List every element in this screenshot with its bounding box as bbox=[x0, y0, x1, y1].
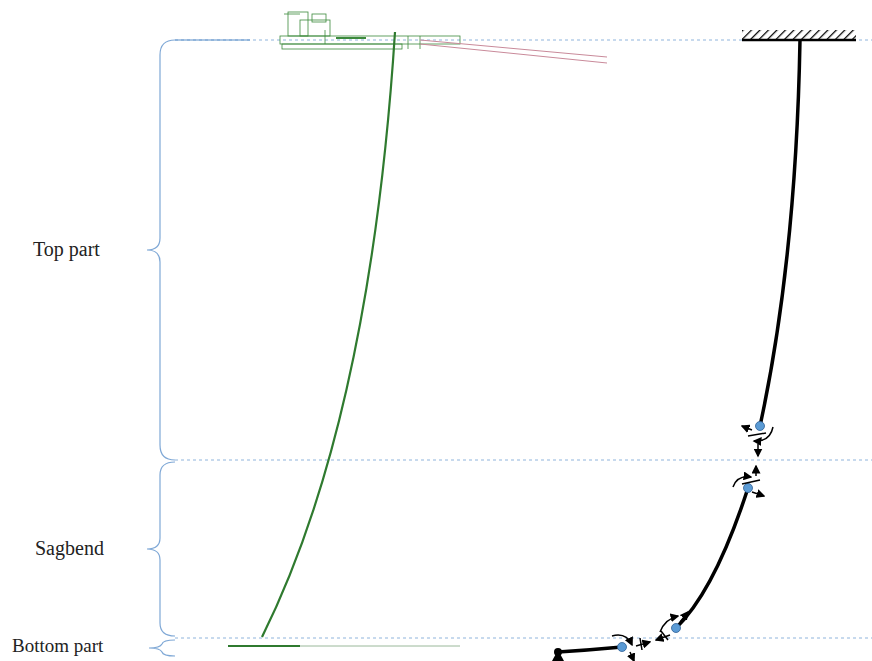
joint-dots bbox=[618, 422, 765, 652]
force-arrows bbox=[612, 426, 773, 661]
segment-model bbox=[558, 40, 800, 652]
mooring-lines bbox=[420, 40, 607, 63]
fixed-support bbox=[742, 30, 856, 39]
section-label: Sagbend bbox=[35, 537, 104, 560]
vessel bbox=[280, 12, 460, 49]
section-lines bbox=[175, 40, 872, 638]
section-label: Bottom part bbox=[12, 635, 103, 657]
braces bbox=[147, 40, 175, 656]
section-cut bbox=[640, 433, 766, 650]
section-label: Top part bbox=[33, 238, 100, 261]
riser-line bbox=[262, 32, 395, 637]
